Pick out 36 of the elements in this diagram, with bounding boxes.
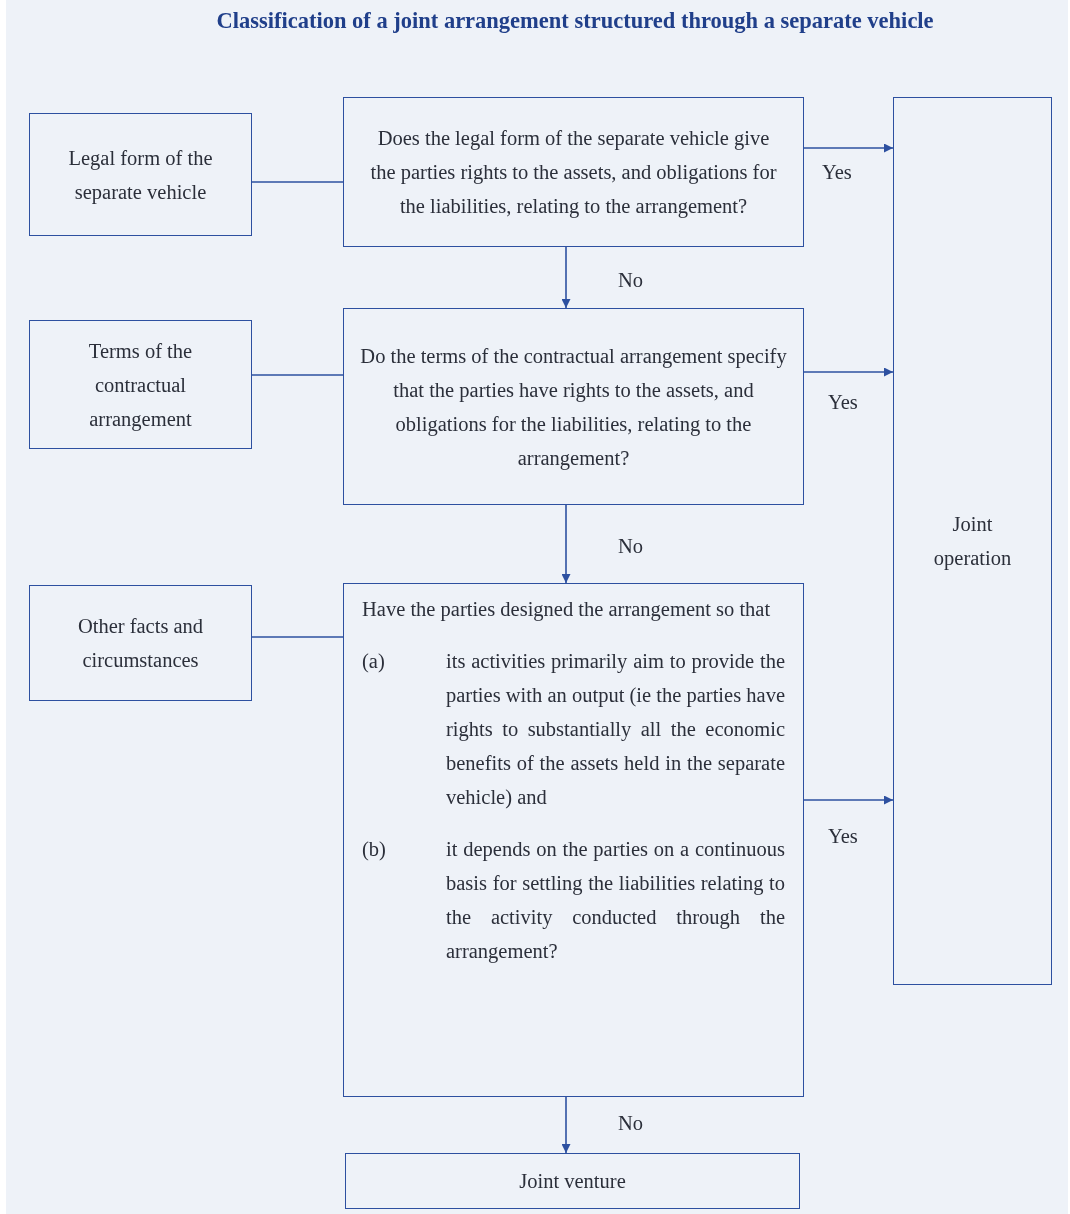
input-box xyxy=(29,585,252,701)
edge-label: No xyxy=(618,1111,644,1135)
arrow xyxy=(803,795,894,805)
edge-label: Yes xyxy=(828,824,858,848)
connector-line xyxy=(251,374,344,376)
decision-box xyxy=(343,97,804,247)
edge-label: Yes xyxy=(828,390,858,414)
list-item-text: it depends on the parties on a continuous basis for settling the liabilities relating to the activity conducted through the arrangement? xyxy=(446,837,785,965)
list-item-text: its activities primarily aim to provide the parties with an output (ie the parties have rights to substantially all the economic benefits of the assets held in the separate vehicle) and xyxy=(446,649,785,811)
arrow xyxy=(561,504,571,584)
list-marker: (a) xyxy=(362,649,386,674)
node-text: Legal form of the separate vehicle xyxy=(67,145,214,206)
connector-line xyxy=(251,181,344,183)
list-marker: (b) xyxy=(362,837,387,862)
arrow xyxy=(561,246,571,309)
decision-box xyxy=(343,583,804,1097)
question-text: Have the parties designed the arrangement so that xyxy=(362,597,772,623)
arrow xyxy=(803,367,894,377)
arrow xyxy=(803,143,894,153)
node-text: Joint venture xyxy=(519,1169,626,1194)
node-text: Does the legal form of the separate vehicle give the parties rights to the assets, and obligations for the liabilities, relating to the arrangement? xyxy=(369,126,778,220)
outcome-box xyxy=(893,97,1052,985)
edge-label: Yes xyxy=(822,160,852,184)
node-text: Joint operation xyxy=(932,512,1013,572)
outcome-box xyxy=(345,1153,800,1209)
decision-box xyxy=(343,308,804,505)
node-text: Terms of the contractual arrangement xyxy=(87,338,194,433)
input-box xyxy=(29,113,252,236)
connector-line xyxy=(251,636,344,638)
diagram-title: Classification of a joint arrangement structured through a separate vehicle xyxy=(215,8,935,34)
input-box xyxy=(29,320,252,449)
node-text: Do the terms of the contractual arrangement specify that the parties have rights to the assets, and obligations for the liabilities, relating to the arrangement? xyxy=(359,343,788,472)
arrow xyxy=(561,1096,571,1154)
edge-label: No xyxy=(618,268,644,292)
node-text: Other facts and circumstances xyxy=(76,614,205,673)
edge-label: No xyxy=(618,534,644,558)
